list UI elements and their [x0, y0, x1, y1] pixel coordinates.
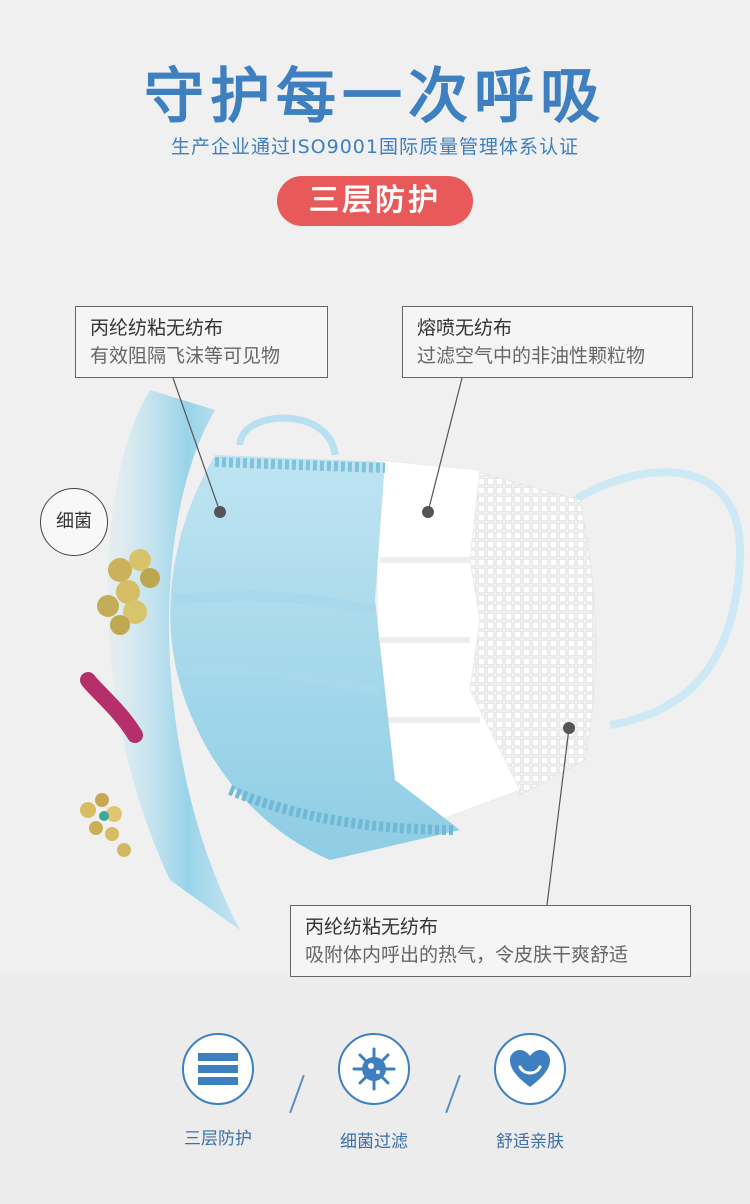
callout-title: 丙纶纺粘无纺布: [305, 916, 439, 938]
leader-line-3: [546, 727, 570, 906]
callout-desc: 有效阻隔飞沫等可见物: [90, 345, 281, 367]
feature-label-layers: 三层防护: [184, 1129, 252, 1149]
leader-dot-2: [422, 506, 434, 518]
ear-loop-right: [572, 468, 745, 729]
callout-middle-layer: 熔喷无纺布 过滤空气中的非油性颗粒物: [402, 306, 693, 378]
heart-face-icon: [494, 1033, 566, 1105]
germ-purple-rod: [80, 672, 143, 743]
callout-title: 丙纶纺粘无纺布: [90, 317, 224, 339]
callout-desc: 吸附体内呼出的热气，令皮肤干爽舒适: [305, 944, 629, 966]
callout-title: 熔喷无纺布: [417, 317, 513, 339]
protection-shield: [107, 390, 241, 930]
inner-layer: [469, 469, 597, 796]
germ-small-cluster: [80, 793, 131, 857]
protection-badge: 三层防护: [277, 176, 473, 226]
leader-line-2: [427, 377, 463, 513]
callout-inner-layer: 丙纶纺粘无纺布 吸附体内呼出的热气，令皮肤干爽舒适: [290, 905, 691, 977]
germ-yellow-cluster: [97, 549, 160, 635]
virus-icon: [338, 1033, 410, 1105]
ear-loop-left: [236, 414, 339, 456]
feature-label-comfort: 舒适亲肤: [496, 1132, 564, 1152]
page-title: 守护每一次呼吸: [144, 62, 606, 132]
leader-dot-3: [563, 722, 575, 734]
callout-desc: 过滤空气中的非油性颗粒物: [417, 345, 646, 367]
germ-label: 细菌: [40, 488, 108, 556]
outer-layer: [170, 455, 460, 860]
callout-outer-layer: 丙纶纺粘无纺布 有效阻隔飞沫等可见物: [75, 306, 328, 378]
layers-icon: [182, 1033, 254, 1105]
leader-line-1: [172, 377, 221, 513]
feature-label-virus: 细菌过滤: [340, 1132, 408, 1152]
leader-dot-1: [214, 506, 226, 518]
page-subtitle: 生产企业通过ISO9001国际质量管理体系认证: [171, 136, 579, 158]
mask-illustration: [80, 377, 745, 930]
